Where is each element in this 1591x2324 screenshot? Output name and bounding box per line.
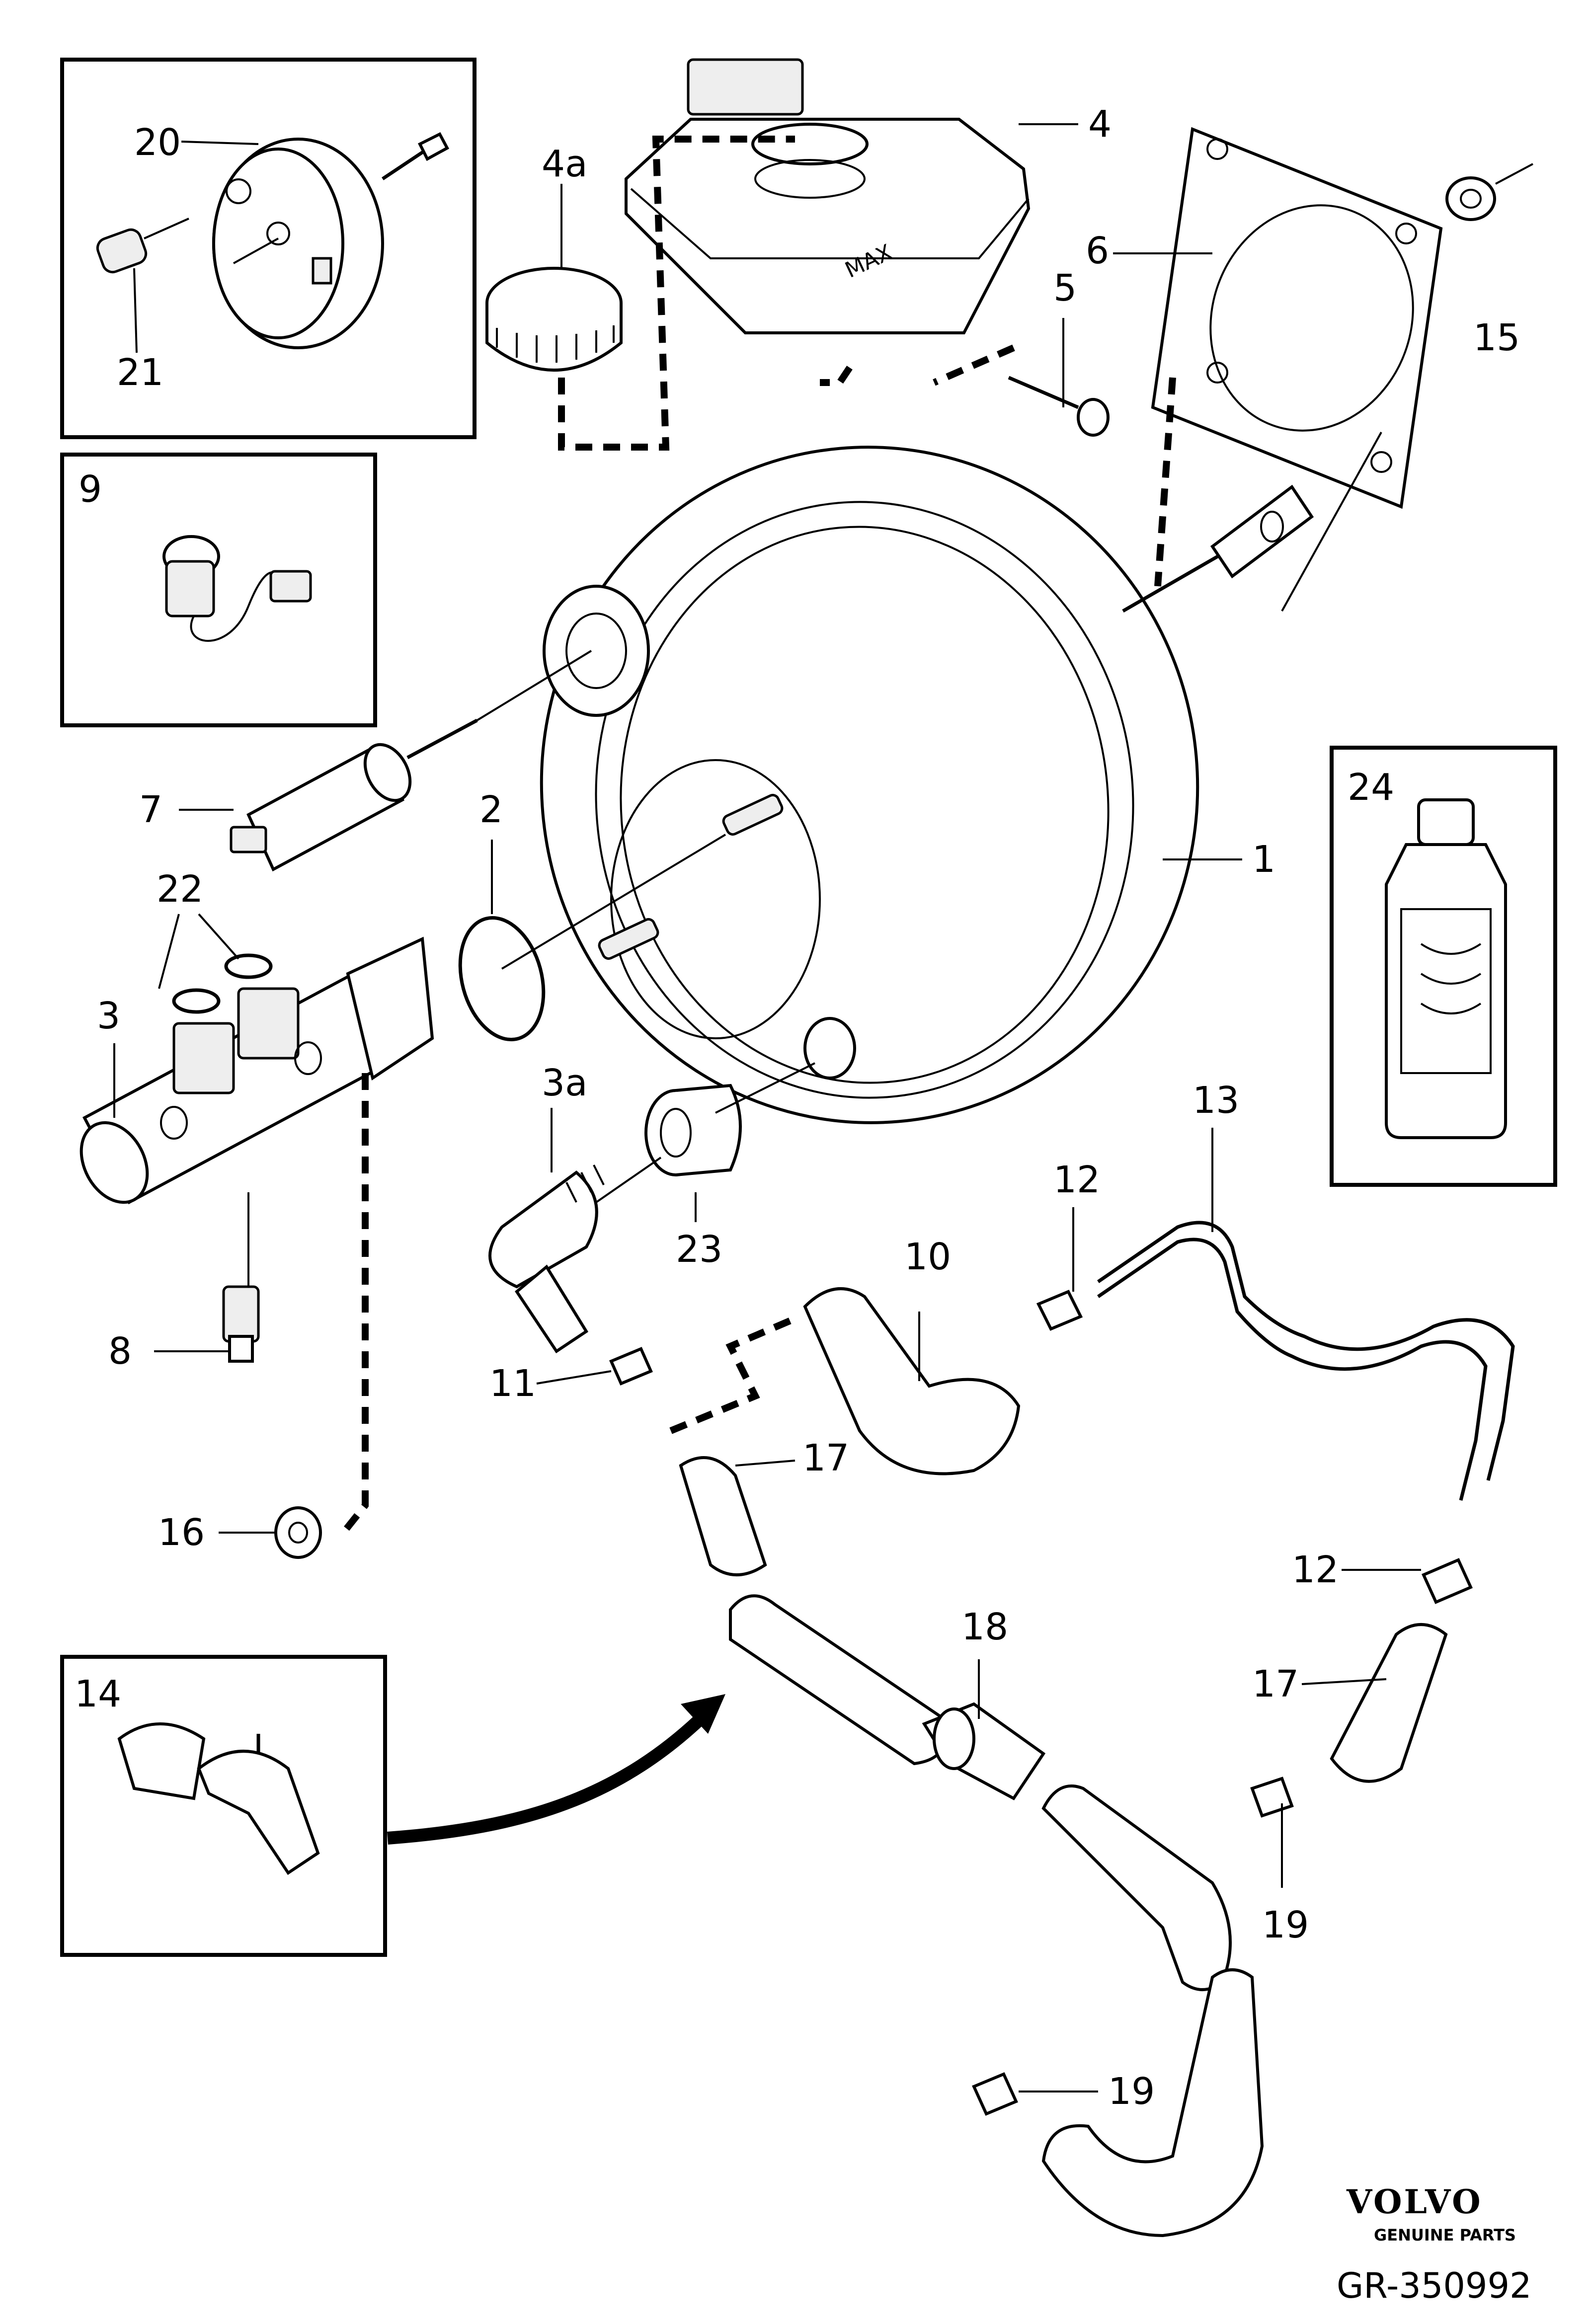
callout-17-right: 17 — [1252, 1663, 1299, 1705]
seal-ring-22a — [172, 988, 221, 1014]
small-switch-9-drawing — [162, 535, 312, 642]
callout-5: 5 — [1053, 267, 1077, 310]
genuine-parts-tagline: GENUINE PARTS — [1374, 2226, 1516, 2245]
master-cylinder-3 — [80, 936, 434, 1205]
clamp-19a — [1250, 1777, 1294, 1818]
callout-4: 4 — [1088, 103, 1112, 146]
callout-12-right: 12 — [1292, 1549, 1339, 1591]
callout-12-top: 12 — [1053, 1159, 1100, 1201]
clamp-12a — [1036, 1290, 1083, 1331]
gasket-6 — [1151, 127, 1443, 509]
diagram-reference-code: GR-350992 — [1337, 2265, 1532, 2306]
callout-21: 21 — [117, 351, 163, 394]
hose-17a — [679, 1456, 767, 1576]
clamp-12b — [1422, 1558, 1473, 1604]
hose-10 — [803, 1287, 1021, 1475]
switch-8 — [222, 1285, 260, 1363]
callout-8: 8 — [108, 1330, 132, 1373]
inset-box-14: 14 — [60, 1655, 387, 1957]
callout-4a: 4a — [542, 143, 587, 185]
check-valve-18 — [922, 1702, 1046, 1800]
volvo-brand-block: VOLVO GENUINE PARTS GR-350992 — [1337, 2182, 1532, 2306]
callout-24: 24 — [1348, 766, 1394, 809]
leader-lines — [113, 123, 1421, 2092]
nut-15 — [1445, 163, 1533, 221]
inset-box-20-21: 20 21 — [60, 58, 477, 439]
callout-15: 15 — [1473, 316, 1520, 359]
callout-3a: 3a — [542, 1062, 587, 1104]
callout-7: 7 — [139, 788, 162, 831]
callout-1: 1 — [1252, 838, 1275, 881]
callout-9: 9 — [79, 468, 102, 511]
clamp-19b — [971, 2072, 1019, 2116]
callout-19-bottom: 19 — [1108, 2070, 1155, 2113]
inset-box-24: 24 — [1330, 746, 1557, 1187]
callout-18: 18 — [961, 1606, 1008, 1648]
bolt-5 — [1008, 376, 1110, 437]
hose-lower-right — [1041, 1784, 1232, 1991]
callout-22: 22 — [157, 868, 203, 911]
callout-3: 3 — [97, 995, 120, 1037]
callout-19-right: 19 — [1262, 1904, 1309, 1946]
callout-13: 13 — [1193, 1079, 1239, 1122]
brake-booster-1 — [540, 446, 1314, 1124]
callout-14: 14 — [75, 1673, 121, 1715]
callout-11: 11 — [489, 1362, 536, 1405]
callout-6: 6 — [1086, 230, 1109, 272]
hose-17b — [1330, 1623, 1448, 1783]
grommet-23 — [644, 1084, 742, 1176]
inset-box-9: 9 — [60, 453, 377, 727]
reservoir-cap-4a — [485, 267, 623, 372]
hose-clip-14-drawing — [117, 1722, 320, 1875]
clamp-11 — [609, 1347, 653, 1386]
nut-16 — [274, 1506, 322, 1559]
hose-bottom — [1041, 1968, 1264, 2238]
callout-20: 20 — [134, 121, 181, 164]
pipe-13 — [1097, 1221, 1515, 1481]
reservoir-4: MAX — [625, 58, 1031, 334]
callout-17-left: 17 — [802, 1437, 849, 1479]
small-brake-booster-drawing — [212, 132, 450, 349]
callout-23: 23 — [676, 1228, 722, 1271]
seal-ring-22b — [224, 953, 273, 979]
callout-2: 2 — [479, 788, 503, 831]
sensor-7 — [230, 718, 478, 872]
dashed-connections — [342, 136, 1176, 1533]
check-valve-elbow-3a — [488, 1164, 605, 1354]
callout-labels: 1 2 3 3a 4 4a 5 6 7 8 10 11 12 12 13 15 … — [97, 103, 1520, 2113]
hose-middle-lower — [729, 1594, 948, 1766]
volvo-logo: VOLVO — [1346, 2182, 1483, 2221]
arrow-14-to-hose — [387, 1694, 725, 1845]
callout-10: 10 — [904, 1236, 951, 1278]
small-sensor-21-drawing — [96, 218, 189, 274]
callout-16: 16 — [158, 1511, 205, 1554]
o-ring-2 — [458, 916, 546, 1042]
brake-fluid-bottle-drawing — [1385, 798, 1507, 1139]
